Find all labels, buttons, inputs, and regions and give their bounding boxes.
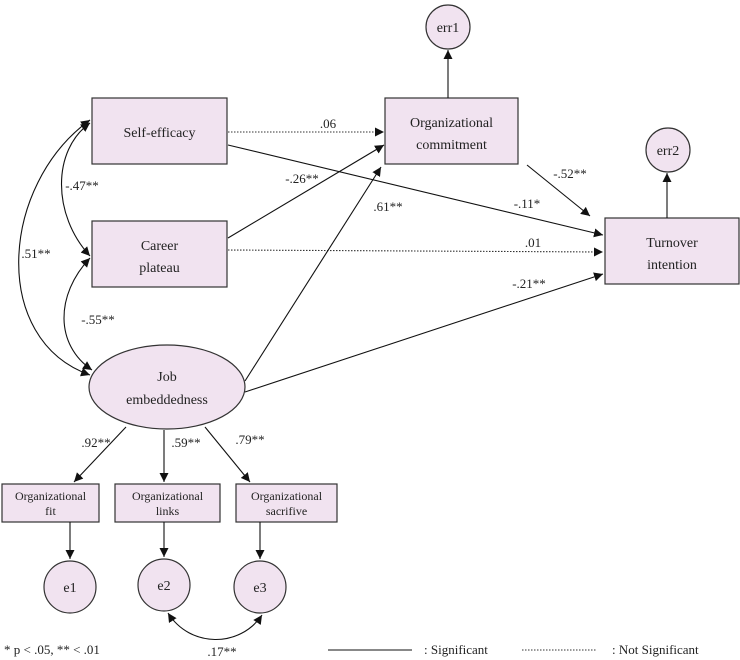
career-plateau-node: Career plateau xyxy=(91,220,228,288)
path-se-ti xyxy=(227,144,604,238)
turnover-intention-label-1: Turnover xyxy=(646,236,698,251)
path-je-sac xyxy=(204,426,251,483)
org-commitment-label-1: Organizational xyxy=(410,116,493,131)
org-links-node: Organizational links xyxy=(114,483,221,523)
self-efficacy-node: Self-efficacy xyxy=(91,97,228,165)
coef-cp-ti: .01 xyxy=(525,235,541,250)
job-embeddedness-node: Job embeddedness xyxy=(88,344,246,430)
e1-node: e1 xyxy=(43,560,97,614)
org-sacrifive-label-2: sacrifive xyxy=(266,504,307,518)
coef-je-oc: .61** xyxy=(373,199,402,214)
coef-se-je: .51** xyxy=(21,246,50,261)
corr-cp-je xyxy=(63,257,93,371)
coef-je-sac: .79** xyxy=(235,432,264,447)
legend-significant-label: : Significant xyxy=(424,642,488,657)
path-je-oc xyxy=(244,166,382,382)
coef-se-cp: -.47** xyxy=(65,178,99,193)
legend-not-significant-label: : Not Significant xyxy=(612,642,699,657)
coef-je-fit: .92** xyxy=(81,435,110,450)
org-commitment-node: Organizational commitment xyxy=(384,97,519,165)
org-commitment-label-2: commitment xyxy=(416,138,487,153)
path-cp-ti xyxy=(227,247,604,257)
coef-se-ti: -.11* xyxy=(514,196,541,211)
org-links-label-1: Organizational xyxy=(132,489,204,503)
coef-e2-e3: .17** xyxy=(207,644,236,659)
path-oc-ti xyxy=(526,164,591,217)
err1-node: err1 xyxy=(425,4,471,50)
e2-node: e2 xyxy=(137,558,191,612)
turnover-intention-label-2: intention xyxy=(647,258,697,273)
org-fit-label-2: fit xyxy=(45,504,56,518)
org-fit-label-1: Organizational xyxy=(15,489,87,503)
org-fit-node: Organizational fit xyxy=(1,483,100,523)
path-je-fit xyxy=(73,426,127,483)
significance-note: * p < .05, ** < .01 xyxy=(4,642,100,657)
turnover-intention-node: Turnover intention xyxy=(604,217,740,285)
err2-node: err2 xyxy=(645,127,691,173)
coef-je-links: .59** xyxy=(171,435,200,450)
coef-oc-ti: -.52** xyxy=(553,166,587,181)
coef-cp-je: -.55** xyxy=(81,312,115,327)
job-embeddedness-label-1: Job xyxy=(157,370,176,385)
coef-je-ti: -.21** xyxy=(512,276,546,291)
coef-cp-oc: -.26** xyxy=(285,171,319,186)
career-plateau-label-2: plateau xyxy=(139,261,179,276)
err1-label: err1 xyxy=(437,21,460,36)
e3-node: e3 xyxy=(233,560,287,614)
path-je-ti xyxy=(244,272,604,393)
org-links-label-2: links xyxy=(156,504,180,518)
e1-label: e1 xyxy=(63,581,76,596)
career-plateau-label-1: Career xyxy=(141,239,179,254)
err2-label: err2 xyxy=(657,144,680,159)
corr-e2-e3 xyxy=(167,612,263,641)
e2-label: e2 xyxy=(157,579,170,594)
e3-label: e3 xyxy=(253,581,266,596)
job-embeddedness-label-2: embeddedness xyxy=(126,393,208,408)
org-sacrifive-label-1: Organizational xyxy=(251,489,323,503)
org-sacrifive-node: Organizational sacrifive xyxy=(235,483,338,523)
corr-se-cp xyxy=(61,122,91,257)
corr-se-je xyxy=(18,119,91,377)
self-efficacy-label: Self-efficacy xyxy=(123,126,195,141)
coef-se-oc: .06 xyxy=(320,116,337,131)
path-cp-oc xyxy=(227,144,385,239)
